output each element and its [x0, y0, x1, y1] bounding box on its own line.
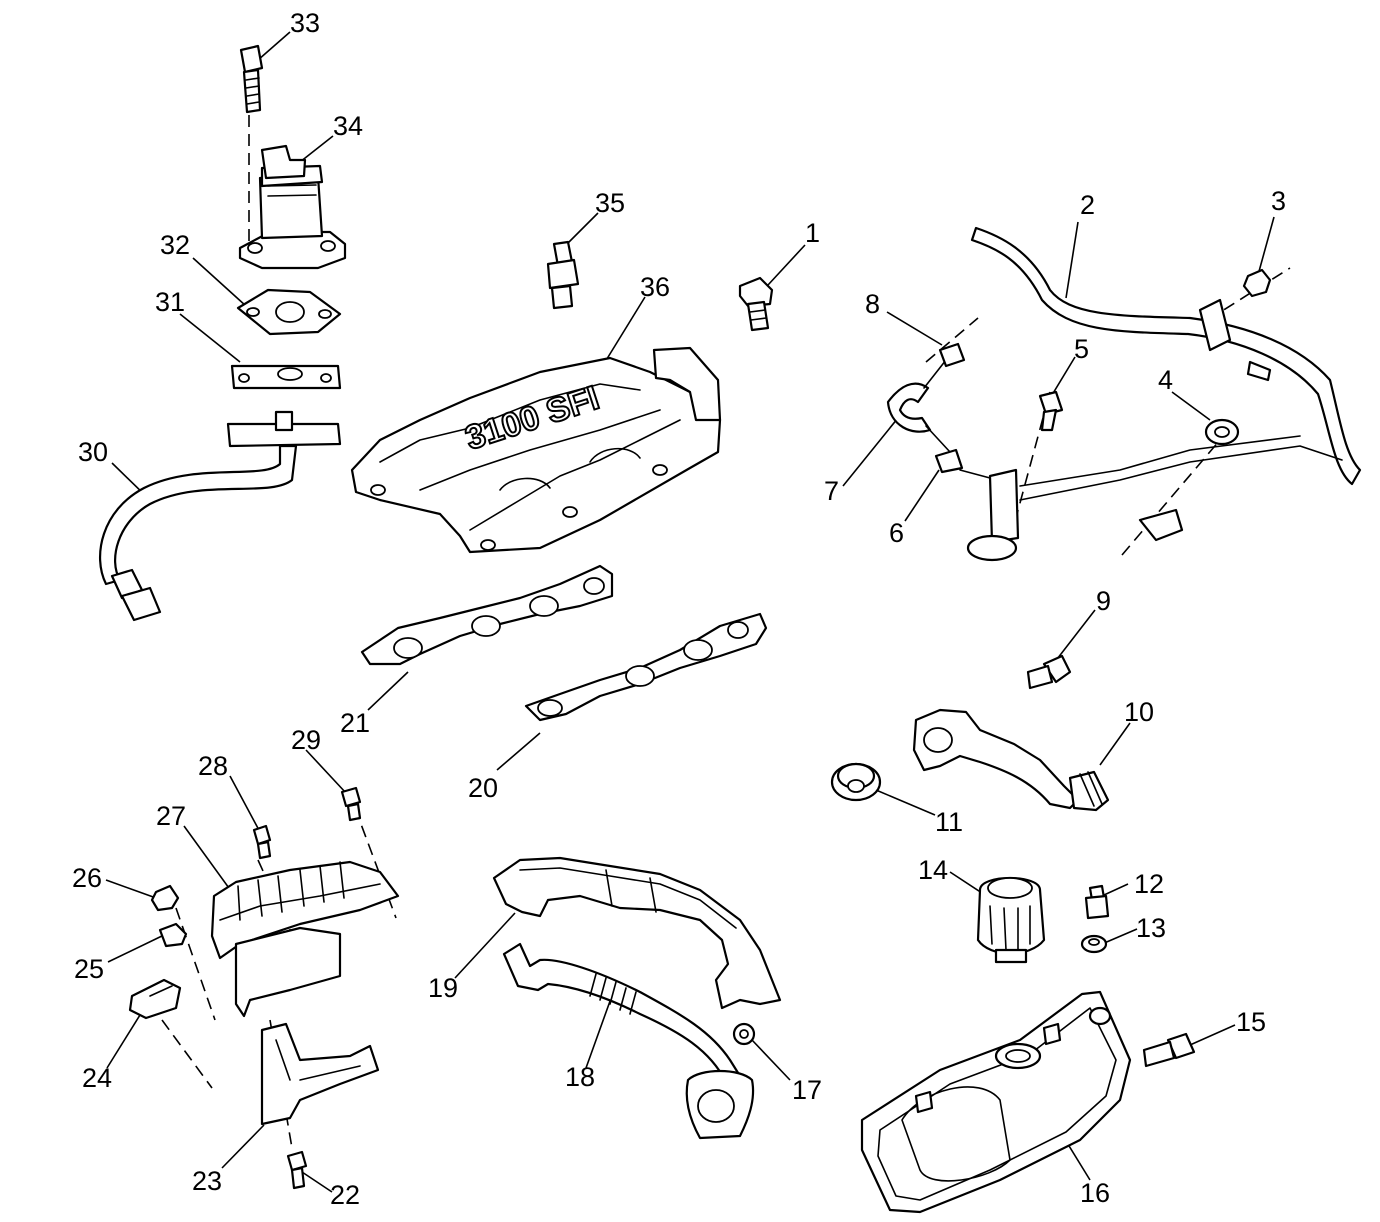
callout-1: 1 — [805, 218, 820, 248]
callout-12: 12 — [1134, 869, 1164, 899]
callout-31: 31 — [155, 287, 185, 317]
vent-fitting — [1084, 884, 1110, 920]
ignition-coil-module — [210, 860, 400, 1018]
stud — [546, 240, 580, 310]
egr-pipe — [99, 410, 342, 622]
oil-fill-cap — [976, 876, 1046, 964]
callout-16: 16 — [1080, 1178, 1110, 1208]
manifold-bolt — [738, 276, 774, 332]
callout-11: 11 — [935, 807, 963, 837]
exhaust-crossover-pipe — [502, 942, 755, 1140]
callout-19: 19 — [428, 973, 458, 1003]
heat-shield — [492, 856, 782, 1010]
module-nut — [150, 884, 180, 912]
vacuum-tube-assembly — [970, 226, 1362, 542]
callout-18: 18 — [565, 1062, 595, 1092]
rocker-arm-cover — [860, 990, 1132, 1214]
callout-26: 26 — [72, 863, 102, 893]
callout-21: 21 — [340, 708, 370, 738]
egr-valve — [238, 144, 347, 270]
callout-22: 22 — [330, 1180, 360, 1210]
callout-30: 30 — [78, 437, 108, 467]
thermostat — [830, 762, 882, 802]
outlet-bolt — [1026, 654, 1072, 690]
callout-8: 8 — [865, 289, 880, 319]
egr-adapter — [230, 364, 342, 390]
water-outlet — [912, 708, 1110, 812]
callout-25: 25 — [74, 954, 104, 984]
callout-35: 35 — [595, 188, 625, 218]
pcv-hose — [886, 359, 951, 453]
egr-gasket — [236, 288, 342, 336]
callout-15: 15 — [1236, 1007, 1266, 1037]
rocker-cover-bolt — [1142, 1032, 1196, 1068]
callout-2: 2 — [1080, 190, 1095, 220]
callout-6: 6 — [889, 518, 904, 548]
callout-34: 34 — [333, 111, 363, 141]
egr-valve-bolt — [239, 44, 264, 114]
callout-9: 9 — [1096, 586, 1111, 616]
tube-bolt — [1038, 390, 1064, 432]
module-bracket — [260, 1022, 380, 1126]
callout-36: 36 — [640, 272, 670, 302]
crossover-nut — [732, 1022, 756, 1046]
bracket-bolt-upper — [340, 786, 362, 822]
grommet — [1204, 418, 1240, 446]
callout-labels: 33 34 32 31 30 35 36 1 2 3 8 5 4 7 6 9 1… — [72, 8, 1286, 1210]
callout-32: 32 — [160, 230, 190, 260]
callout-33: 33 — [290, 8, 320, 38]
bracket-bolt-lower — [286, 1150, 308, 1190]
callout-17: 17 — [792, 1075, 822, 1105]
callout-3: 3 — [1271, 186, 1286, 216]
callout-10: 10 — [1124, 697, 1154, 727]
nut — [1242, 268, 1272, 298]
intake-gasket-right — [524, 612, 768, 722]
callout-29: 29 — [291, 725, 321, 755]
callout-7: 7 — [824, 476, 839, 506]
callout-4: 4 — [1158, 365, 1173, 395]
callout-20: 20 — [468, 773, 498, 803]
callout-28: 28 — [198, 751, 228, 781]
vent-grommet — [1080, 934, 1108, 954]
crank-sensor — [128, 978, 182, 1020]
pcv-valve-tube — [959, 468, 1020, 562]
hose-clamp-lower — [934, 448, 964, 474]
hose-clamp-upper — [938, 342, 966, 368]
callout-24: 24 — [82, 1063, 112, 1093]
callout-27: 27 — [156, 801, 186, 831]
wire-clip — [158, 922, 188, 948]
callout-13: 13 — [1136, 913, 1166, 943]
callout-5: 5 — [1074, 334, 1089, 364]
upper-intake-manifold: 3100 SFI — [350, 346, 722, 554]
callout-23: 23 — [192, 1166, 222, 1196]
callout-14: 14 — [918, 855, 948, 885]
intake-gasket-left — [360, 564, 614, 666]
ignition-module-bolt — [252, 824, 272, 860]
